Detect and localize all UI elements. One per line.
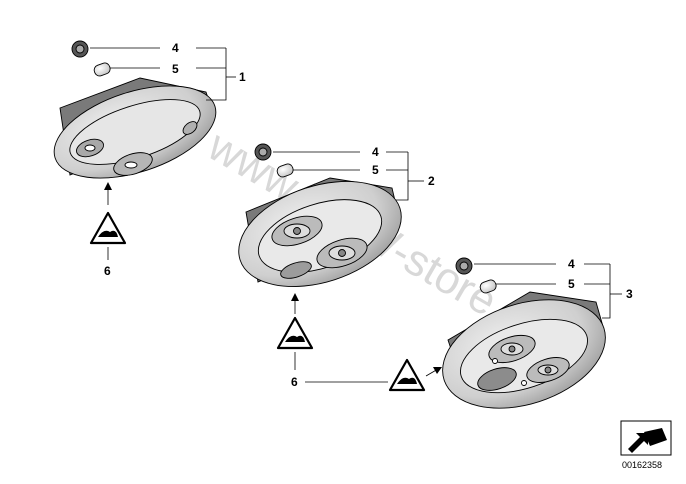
- bulb-socket-icon-1: [71, 40, 89, 58]
- bulb-socket-icon-2: [254, 143, 272, 161]
- label-5-assembly-3: 5: [568, 277, 575, 291]
- label-5-assembly-1: 5: [172, 62, 179, 76]
- bulb-socket-icon-3: [455, 257, 473, 275]
- housing-3: [442, 291, 606, 409]
- housing-2: [238, 177, 402, 287]
- reference-number: 00162358: [622, 460, 662, 470]
- label-4-assembly-1: 4: [172, 41, 179, 55]
- bulb-icon-1: [93, 62, 111, 77]
- housing-1: [53, 77, 217, 179]
- label-6-assembly-2: 6: [291, 375, 298, 389]
- reference-box: 00162358: [620, 420, 672, 470]
- arrow-icon: [628, 428, 667, 453]
- label-2: 2: [428, 174, 435, 188]
- label-5-assembly-2: 5: [372, 163, 379, 177]
- light-assembly-1: 4 5 1 6: [53, 40, 246, 278]
- label-3: 3: [626, 287, 633, 301]
- label-1: 1: [239, 70, 246, 84]
- label-4-assembly-2: 4: [372, 145, 379, 159]
- bulb-icon-2: [276, 163, 294, 178]
- label-6-assembly-1: 6: [104, 264, 111, 278]
- label-4-assembly-3: 4: [568, 257, 575, 271]
- bulb-icon-3: [479, 279, 497, 294]
- light-assembly-3: 4 5 3: [388, 257, 633, 409]
- warning-triangle-icon-2: [276, 316, 314, 350]
- warning-triangle-icon-3: [388, 358, 426, 392]
- light-assembly-2: 4 5 2 6: [238, 143, 435, 389]
- warning-triangle-icon-1: [89, 211, 127, 245]
